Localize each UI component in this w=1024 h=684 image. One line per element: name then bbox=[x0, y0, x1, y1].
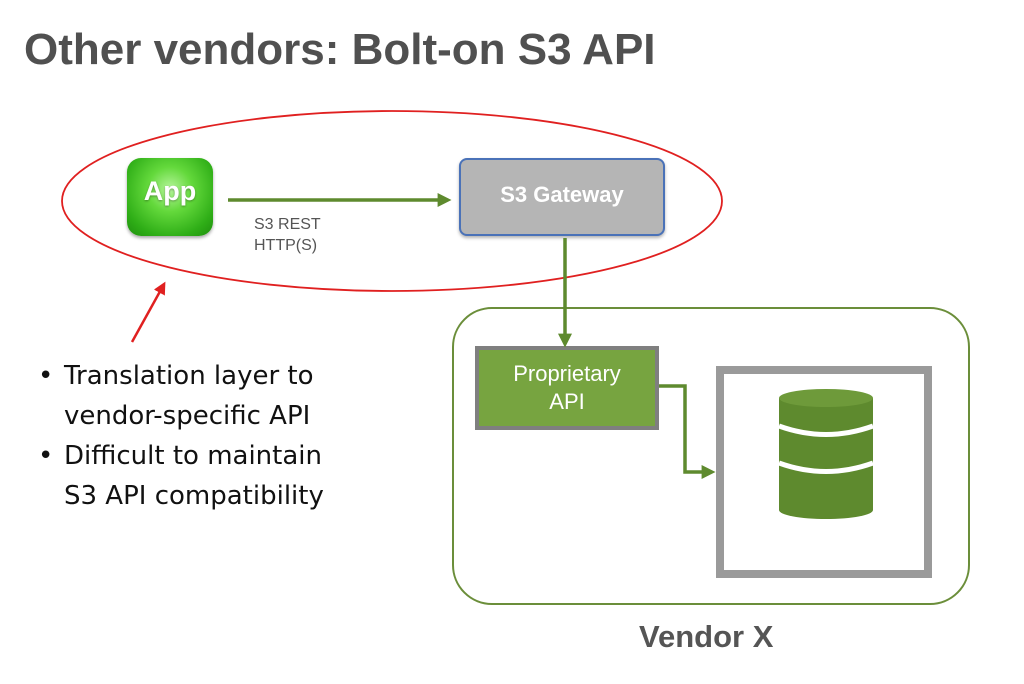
bullet-line2: S3 API compatibility bbox=[64, 481, 324, 511]
bullet-line1: Translation layer to bbox=[64, 361, 314, 391]
proprietary-api-label: Proprietary API bbox=[479, 360, 655, 416]
connection-label-line1: S3 REST bbox=[254, 216, 321, 233]
database-icon bbox=[778, 389, 874, 519]
app-icon: App bbox=[127, 158, 213, 236]
vendor-label: Vendor X bbox=[639, 619, 774, 654]
bullet-line2: vendor-specific API bbox=[64, 401, 311, 431]
bullet-item: • Translation layer to vendor-specific A… bbox=[36, 356, 394, 436]
s3-gateway-box: S3 Gateway bbox=[459, 158, 665, 236]
bullet-line1: Difficult to maintain bbox=[64, 441, 322, 471]
connection-label-line2: HTTP(S) bbox=[254, 237, 318, 254]
app-label: App bbox=[143, 175, 197, 206]
proprietary-api-box: Proprietary API bbox=[475, 346, 659, 430]
pointer-arrow bbox=[130, 281, 166, 343]
bullet-item: • Difficult to maintain S3 API compatibi… bbox=[36, 436, 394, 516]
s3-gateway-label: S3 Gateway bbox=[500, 182, 624, 207]
bullet-list: • Translation layer to vendor-specific A… bbox=[36, 356, 394, 516]
highlight-ellipse bbox=[61, 110, 723, 292]
proprietary-to-storage-arrow bbox=[659, 384, 716, 479]
bullet-dot-icon: • bbox=[38, 441, 54, 471]
bullet-dot-icon: • bbox=[38, 361, 54, 391]
slide-title: Other vendors: Bolt-on S3 API bbox=[24, 25, 656, 74]
connection-label: S3 REST HTTP(S) bbox=[254, 214, 321, 256]
proprietary-api-label-line2: API bbox=[549, 389, 585, 414]
proprietary-api-label-line1: Proprietary bbox=[513, 361, 621, 386]
